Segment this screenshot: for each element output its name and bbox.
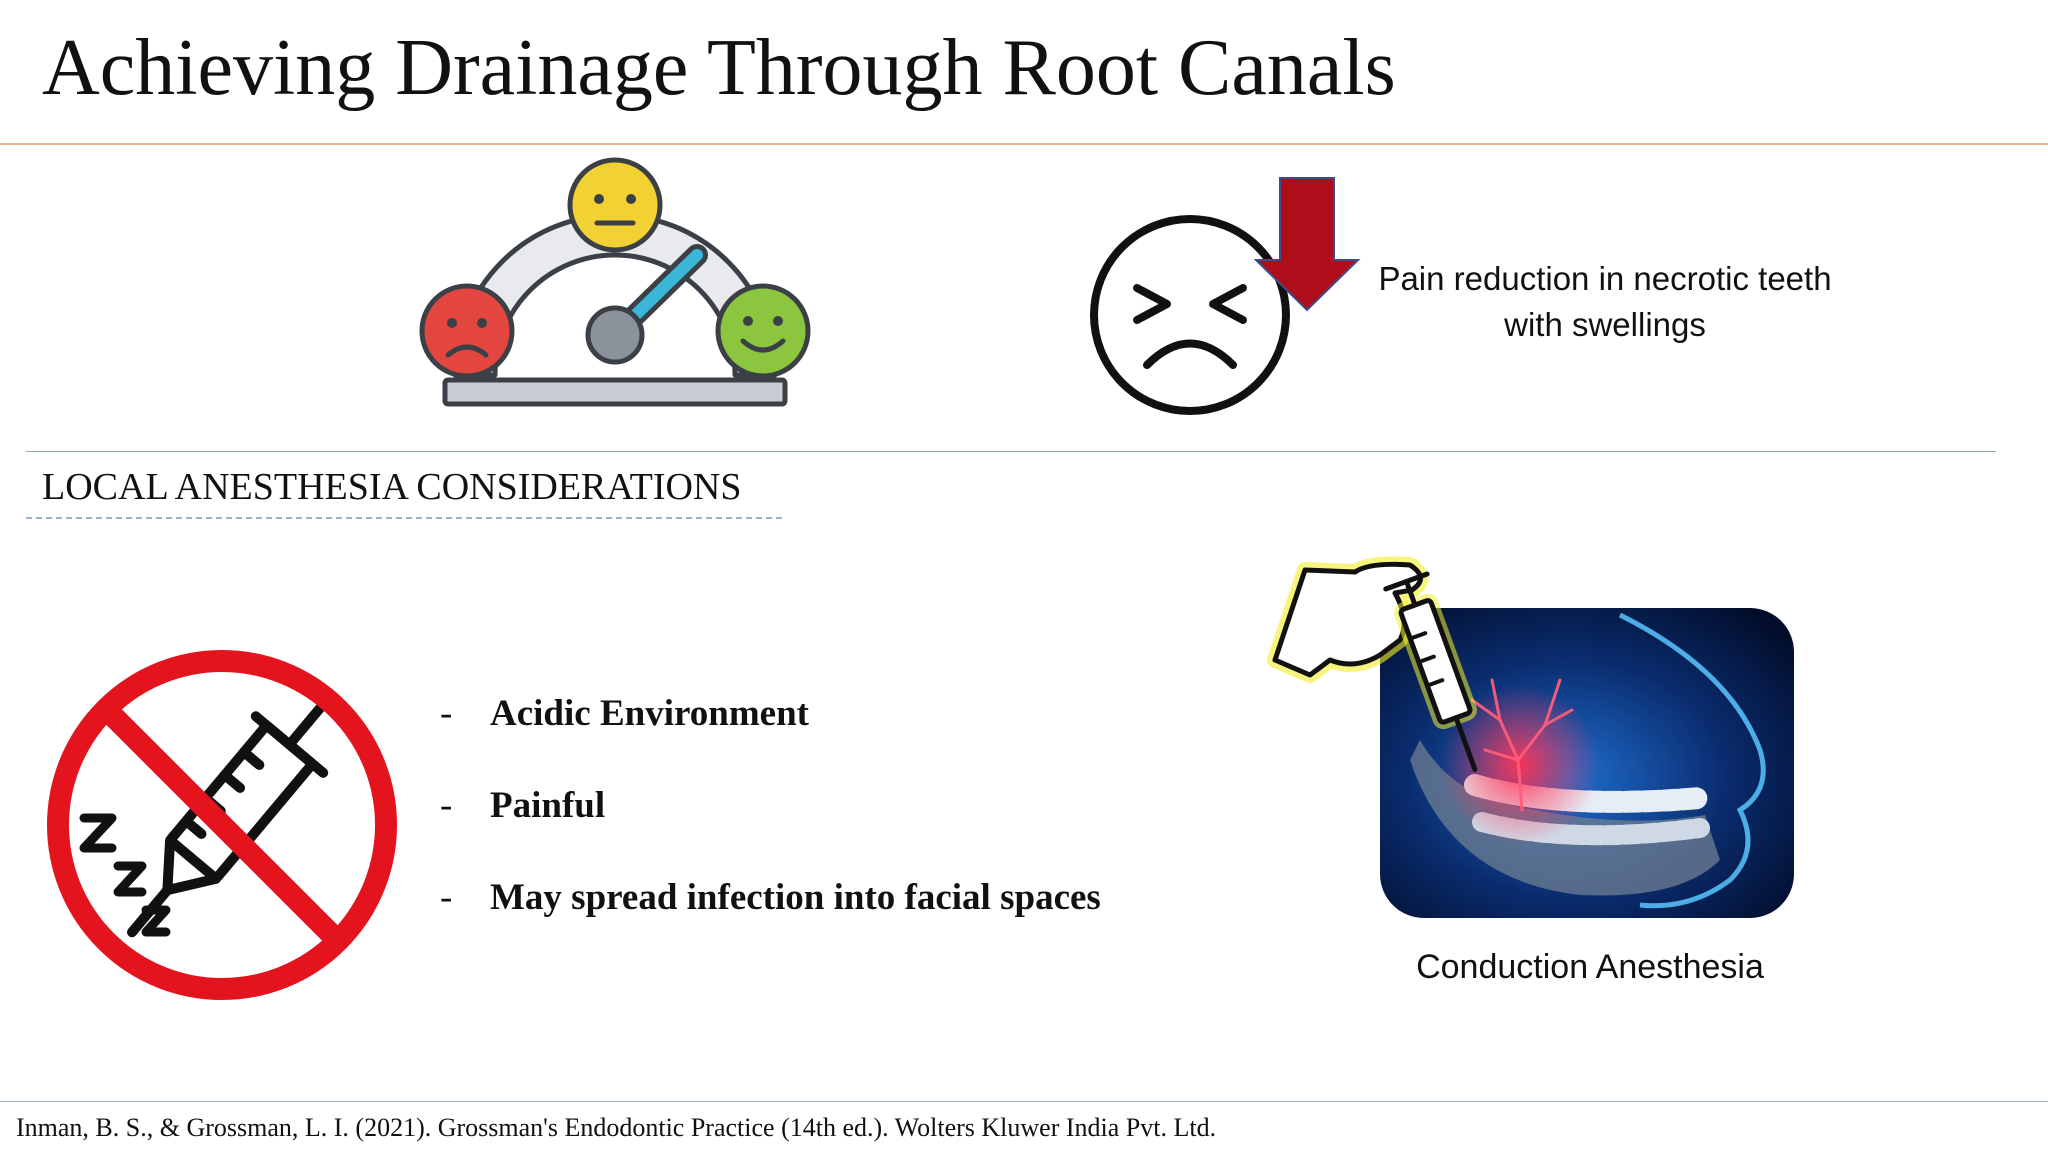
bullet-marker: - bbox=[440, 693, 453, 734]
neutral-face-icon bbox=[567, 157, 663, 253]
bullet-marker: - bbox=[440, 785, 453, 826]
down-arrow-icon bbox=[1253, 177, 1361, 312]
slide-title: Achieving Drainage Through Root Canals bbox=[42, 24, 1396, 112]
bullet-text: May spread infection into facial spaces bbox=[490, 877, 1101, 918]
title-divider bbox=[0, 143, 2048, 145]
pain-face-icon bbox=[1090, 215, 1290, 415]
section-divider bbox=[26, 451, 1996, 452]
anesthesia-bullet-list: - Acidic Environment - Painful - May spr… bbox=[440, 692, 1101, 968]
list-item: - Painful bbox=[440, 784, 1101, 876]
footer-divider bbox=[0, 1101, 2048, 1102]
bullet-text: Painful bbox=[490, 785, 606, 826]
conduction-anesthesia-caption: Conduction Anesthesia bbox=[1416, 948, 1764, 986]
happy-face-icon bbox=[715, 283, 811, 379]
pain-reduction-caption: Pain reduction in necrotic teeth with sw… bbox=[1378, 260, 1832, 343]
section-heading-underline bbox=[26, 517, 782, 519]
list-item: - May spread infection into facial space… bbox=[440, 876, 1101, 968]
bullet-marker: - bbox=[440, 877, 453, 918]
sad-face-icon bbox=[419, 283, 515, 379]
no-injection-icon bbox=[47, 650, 397, 1000]
bullet-text: Acidic Environment bbox=[490, 693, 809, 734]
jaw-anesthesia-illustration bbox=[1267, 556, 1794, 918]
reference-citation: Inman, B. S., & Grossman, L. I. (2021). … bbox=[16, 1113, 1217, 1142]
pain-scale-meter-icon bbox=[419, 157, 811, 407]
section-heading: LOCAL ANESTHESIA CONSIDERATIONS bbox=[42, 466, 742, 508]
list-item: - Acidic Environment bbox=[440, 692, 1101, 784]
